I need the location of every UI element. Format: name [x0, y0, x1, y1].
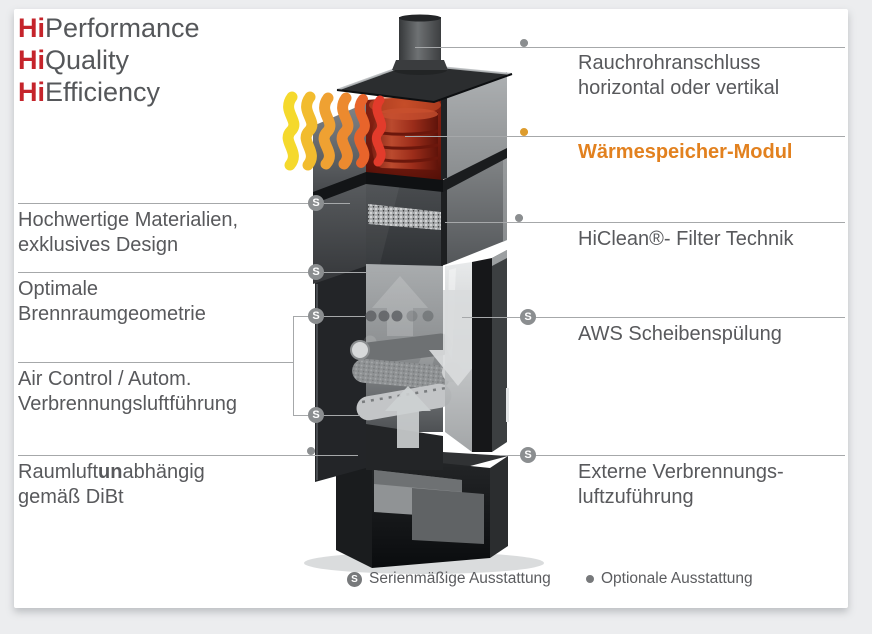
title-text: Efficiency	[45, 77, 161, 107]
title-highlight: Hi	[18, 77, 45, 107]
page-title: HiPerformance HiQuality HiEfficiency	[18, 12, 200, 108]
standard-badge-icon: S	[308, 195, 324, 211]
optional-ring-icon-orange	[520, 128, 528, 136]
label-line: Brennraumgeometrie	[18, 303, 206, 325]
title-highlight: Hi	[18, 13, 45, 43]
title-text: Performance	[45, 13, 200, 43]
callout-line-waermespeicher	[405, 136, 845, 137]
optional-ring-icon	[586, 575, 594, 583]
standard-badge-icon: S	[308, 407, 324, 423]
standard-badge-icon: S	[347, 571, 362, 587]
standard-badge-icon: S	[308, 264, 324, 280]
callout-line-aws	[462, 317, 845, 318]
callout-line-raumluft	[18, 455, 358, 456]
label-raumluftunabhaengig: Raumluftunabhängig gemäß DiBt	[18, 460, 205, 510]
label-line: Wärmespeicher-Modul	[578, 141, 793, 163]
label-line: Raumluftunabhängig	[18, 461, 205, 483]
title-line-performance: HiPerformance	[18, 12, 200, 44]
legend-standard: S Serienmäßige Ausstattung	[347, 570, 551, 588]
label-hiclean-filter: HiClean®- Filter Technik	[578, 227, 794, 252]
callout-line-materials	[18, 203, 350, 204]
standard-badge-icon: S	[520, 309, 536, 325]
optional-ring-icon	[307, 447, 315, 455]
callout-line-aircontrol	[18, 362, 293, 363]
callout-bracket-aircontrol	[293, 316, 294, 416]
label-line: AWS Scheibenspülung	[578, 323, 782, 345]
label-brennraumgeometrie: Optimale Brennraumgeometrie	[18, 277, 206, 327]
legend-standard-label: Serienmäßige Ausstattung	[369, 570, 551, 587]
label-line: Air Control / Autom.	[18, 368, 192, 390]
label-line: HiClean®- Filter Technik	[578, 228, 794, 250]
callout-line-hiclean	[445, 222, 845, 223]
label-materials: Hochwertige Materialien, exklusives Desi…	[18, 208, 238, 258]
optional-ring-icon	[520, 39, 528, 47]
standard-badge-icon: S	[308, 308, 324, 324]
label-rauchrohranschluss: Rauchrohranschluss horizontal oder verti…	[578, 51, 779, 101]
callout-line-rauchrohr	[415, 47, 845, 48]
callout-line-aircontrol-top	[293, 316, 365, 317]
callout-line-brennraum	[18, 272, 405, 273]
title-line-quality: HiQuality	[18, 44, 200, 76]
label-line: exklusives Design	[18, 234, 179, 256]
title-text: Quality	[45, 45, 130, 75]
label-line: horizontal oder vertikal	[578, 77, 780, 99]
label-line: Verbrennungsluftführung	[18, 393, 238, 415]
label-line: gemäß DiBt	[18, 486, 124, 508]
standard-badge-icon: S	[520, 447, 536, 463]
label-air-control: Air Control / Autom. Verbrennungsluftfüh…	[18, 367, 237, 417]
callout-line-aircontrol-bottom	[293, 415, 360, 416]
label-waermespeicher-modul: Wärmespeicher-Modul	[578, 140, 792, 165]
callout-line-externe	[500, 455, 845, 456]
label-externe-verbrennungsluft: Externe Verbrennungs- luftzuführung	[578, 460, 784, 510]
title-highlight: Hi	[18, 45, 45, 75]
title-line-efficiency: HiEfficiency	[18, 76, 200, 108]
legend-optional-label: Optionale Ausstattung	[601, 570, 753, 587]
label-line: luftzuführung	[578, 486, 694, 508]
label-line: Hochwertige Materialien,	[18, 209, 239, 231]
legend-optional: Optionale Ausstattung	[586, 570, 753, 588]
label-line: Externe Verbrennungs-	[578, 461, 784, 483]
label-line: Optimale	[18, 278, 99, 300]
label-aws-scheibenspuelung: AWS Scheibenspülung	[578, 322, 782, 347]
optional-ring-icon	[515, 214, 523, 222]
label-line: Rauchrohranschluss	[578, 52, 761, 74]
